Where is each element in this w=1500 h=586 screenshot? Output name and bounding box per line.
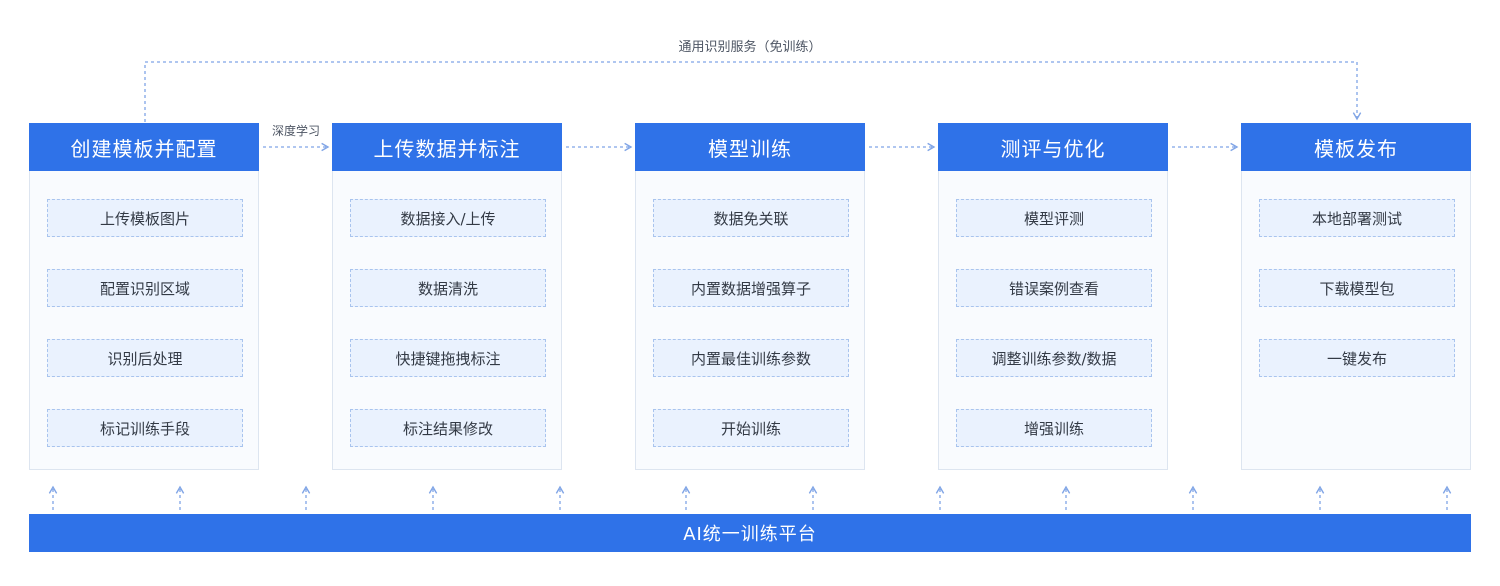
step-box: 内置数据增强算子	[653, 269, 849, 307]
stage-header: 测评与优化	[938, 123, 1168, 171]
step-box: 开始训练	[653, 409, 849, 447]
step-box: 错误案例查看	[956, 269, 1152, 307]
ai-platform-bar: AI统一训练平台	[29, 514, 1471, 552]
step-box: 标记训练手段	[47, 409, 243, 447]
step-box: 数据接入/上传	[350, 199, 546, 237]
step-box: 下载模型包	[1259, 269, 1455, 307]
step-box: 配置识别区域	[47, 269, 243, 307]
step-box: 一键发布	[1259, 339, 1455, 377]
stage-header: 创建模板并配置	[29, 123, 259, 171]
step-box: 数据清洗	[350, 269, 546, 307]
stage-header: 上传数据并标注	[332, 123, 562, 171]
stage-header: 模板发布	[1241, 123, 1471, 171]
deep-learning-label: 深度学习	[271, 124, 320, 138]
step-box: 数据免关联	[653, 199, 849, 237]
step-box: 快捷键拖拽标注	[350, 339, 546, 377]
step-box: 上传模板图片	[47, 199, 243, 237]
step-box: 标注结果修改	[350, 409, 546, 447]
general-service-connector	[144, 61, 1362, 122]
step-box: 增强训练	[956, 409, 1152, 447]
stage-header: 模型训练	[635, 123, 865, 171]
step-box: 模型评测	[956, 199, 1152, 237]
step-box: 内置最佳训练参数	[653, 339, 849, 377]
step-box: 识别后处理	[47, 339, 243, 377]
general-service-label: 通用识别服务（免训练）	[678, 40, 822, 55]
step-box: 本地部署测试	[1259, 199, 1455, 237]
step-box: 调整训练参数/数据	[956, 339, 1152, 377]
